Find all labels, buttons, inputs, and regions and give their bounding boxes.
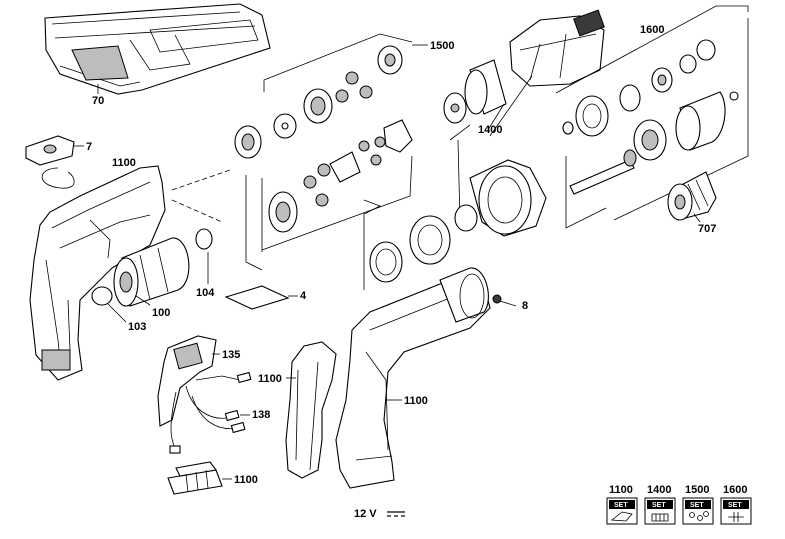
set-badge-number: 1500 [685,484,709,496]
label-pinion: 103 [128,321,146,333]
rubber-grip [285,341,337,479]
clutch-housing [454,159,547,237]
set-badge-1100: 1100 SET [606,484,638,525]
voltage-label: 12 V [354,508,377,520]
dc-symbol-icon [387,511,405,517]
set-badge-text: SET [690,502,704,509]
set-badge-number: 1600 [723,484,747,496]
label-screw: 8 [522,300,528,312]
label-spindle-set: 1600 [640,24,664,36]
drill-chuck [667,171,717,221]
set-badge-number: 1400 [647,484,671,496]
set-badge-number: 1100 [609,484,633,496]
motor [91,237,190,307]
trigger-switch [157,335,217,427]
label-gear-housing: 1400 [478,124,502,136]
gear-housing-group [443,9,605,223]
label-grip: 1100 [258,373,282,385]
seal-ring [195,228,213,250]
label-cable: 138 [252,409,270,421]
set-badge-1500: 1500 SET [682,484,714,525]
label-motor: 100 [152,307,170,319]
nameplate [224,285,290,310]
label-chuck: 707 [698,223,716,235]
label-nameplate: 4 [300,290,307,302]
battery-terminal [167,461,223,495]
label-housing-right: 1100 [404,395,428,407]
label-clip: 7 [86,141,92,153]
carry-case [44,3,271,95]
set-badge-1400: 1400 SET [644,484,676,525]
gear-set-group [234,33,413,271]
spring-and-clutch-plate [363,199,451,290]
wiring-harness [169,371,252,454]
housing-left [29,165,166,381]
set-badge-text: SET [728,502,742,509]
label-gear-set: 1500 [430,40,454,52]
label-case: 70 [92,95,104,107]
belt-clip [25,135,75,189]
set-badge-text: SET [652,502,666,509]
label-seal: 104 [196,287,215,299]
set-badge-text: SET [614,502,628,509]
set-badge-1600: 1600 SET [720,484,752,525]
housing-right [335,267,491,489]
screw [492,294,517,307]
label-battery-contact: 1100 [234,474,258,486]
label-housing-left: 1100 [112,157,136,169]
label-switch: 135 [222,349,240,361]
spindle-set-group [555,5,749,229]
